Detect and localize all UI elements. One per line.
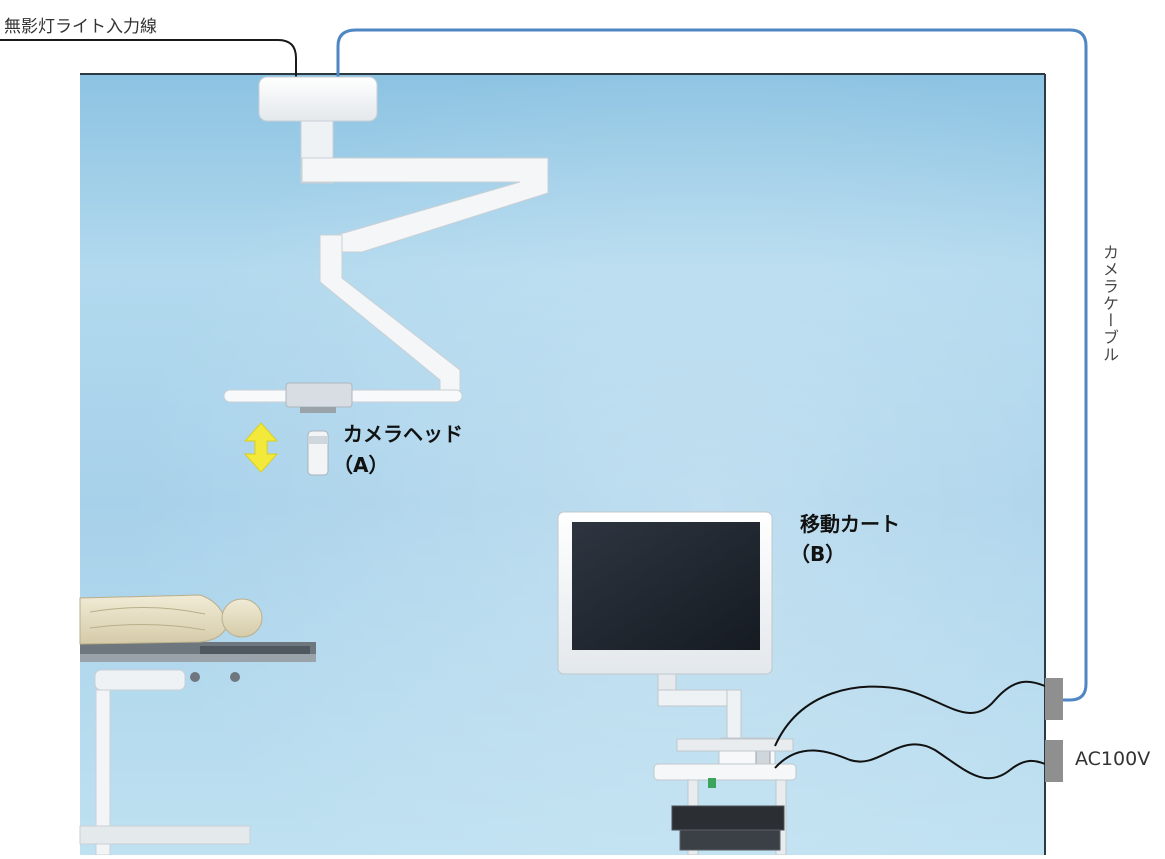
light-input-line-label: 無影灯ライト入力線 bbox=[4, 17, 157, 37]
surgical-light-arm bbox=[223, 76, 549, 413]
operating-table bbox=[79, 642, 316, 856]
camera-head bbox=[307, 430, 329, 476]
power-outlet bbox=[1045, 740, 1063, 782]
camera-head-label: カメラヘッド bbox=[343, 422, 463, 446]
light-input-line bbox=[0, 39, 297, 84]
power-cable-upper bbox=[774, 680, 1046, 747]
camera-cable-label: カメラケーブル bbox=[1100, 244, 1119, 363]
power-label: AC100V bbox=[1075, 748, 1151, 770]
camera-cable bbox=[336, 28, 1088, 702]
mobile-cart-label: 移動カート bbox=[800, 512, 900, 536]
power-cable-lower bbox=[774, 743, 1046, 780]
double-headed-vertical-arrow bbox=[243, 422, 279, 473]
camera-head-tag: （A） bbox=[333, 453, 389, 477]
room-wall bbox=[80, 73, 1046, 855]
mobile-cart-tag: （B） bbox=[790, 542, 846, 566]
mobile-cart bbox=[557, 511, 797, 856]
camera-cable-outlet bbox=[1045, 678, 1063, 720]
patient-figure bbox=[79, 594, 263, 645]
